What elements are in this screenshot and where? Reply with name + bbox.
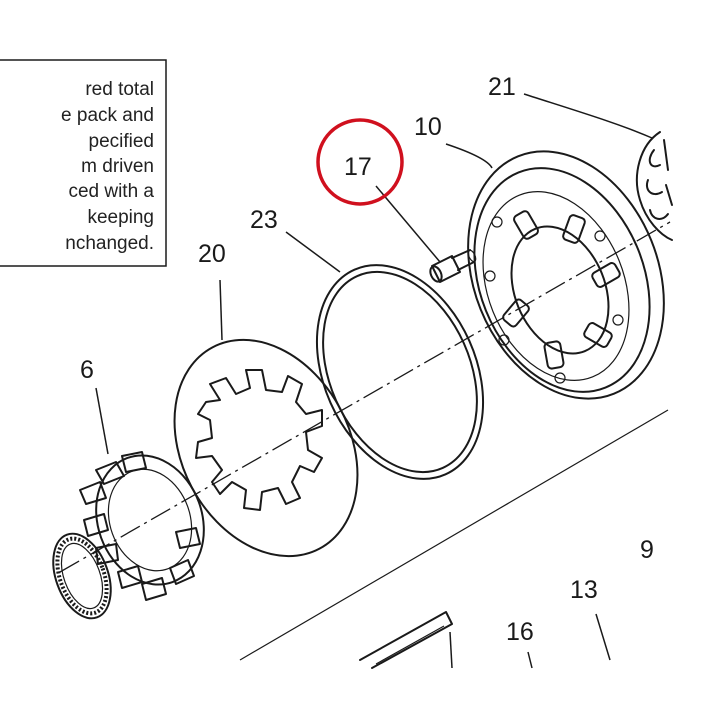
part-20-friction-plate <box>173 338 359 558</box>
part-10-pressure-plate <box>467 150 665 400</box>
label-part-13: 13 <box>570 576 598 604</box>
note-line-1: red total <box>85 79 154 100</box>
label-part-10: 10 <box>414 113 442 141</box>
bearing-partial <box>52 532 112 620</box>
label-part-17: 17 <box>344 153 372 181</box>
note-line-4: m driven <box>81 156 154 177</box>
note-box: red total e pack and pecified m driven c… <box>0 59 167 267</box>
note-line-6: keeping <box>87 207 154 228</box>
part-23-o-ring <box>315 264 485 480</box>
label-part-9: 9 <box>640 536 654 564</box>
leader-lines <box>95 93 653 669</box>
housing-edge-line <box>239 409 669 661</box>
note-line-7: nchanged. <box>65 233 154 254</box>
label-part-16: 16 <box>506 618 534 646</box>
part-21-spring-pack <box>636 131 673 241</box>
center-axis <box>59 221 671 573</box>
part-17-bolt <box>429 249 477 283</box>
note-line-5: ced with a <box>68 181 154 202</box>
housing-fragment <box>359 611 453 669</box>
note-line-2: e pack and <box>61 105 154 126</box>
highlight-circle <box>316 118 404 206</box>
label-part-6: 6 <box>80 356 94 384</box>
label-part-21: 21 <box>488 73 516 101</box>
label-part-20: 20 <box>198 240 226 268</box>
note-line-3: pecified <box>89 131 155 152</box>
part-6-clutch-hub <box>79 451 205 601</box>
label-part-23: 23 <box>250 206 278 234</box>
